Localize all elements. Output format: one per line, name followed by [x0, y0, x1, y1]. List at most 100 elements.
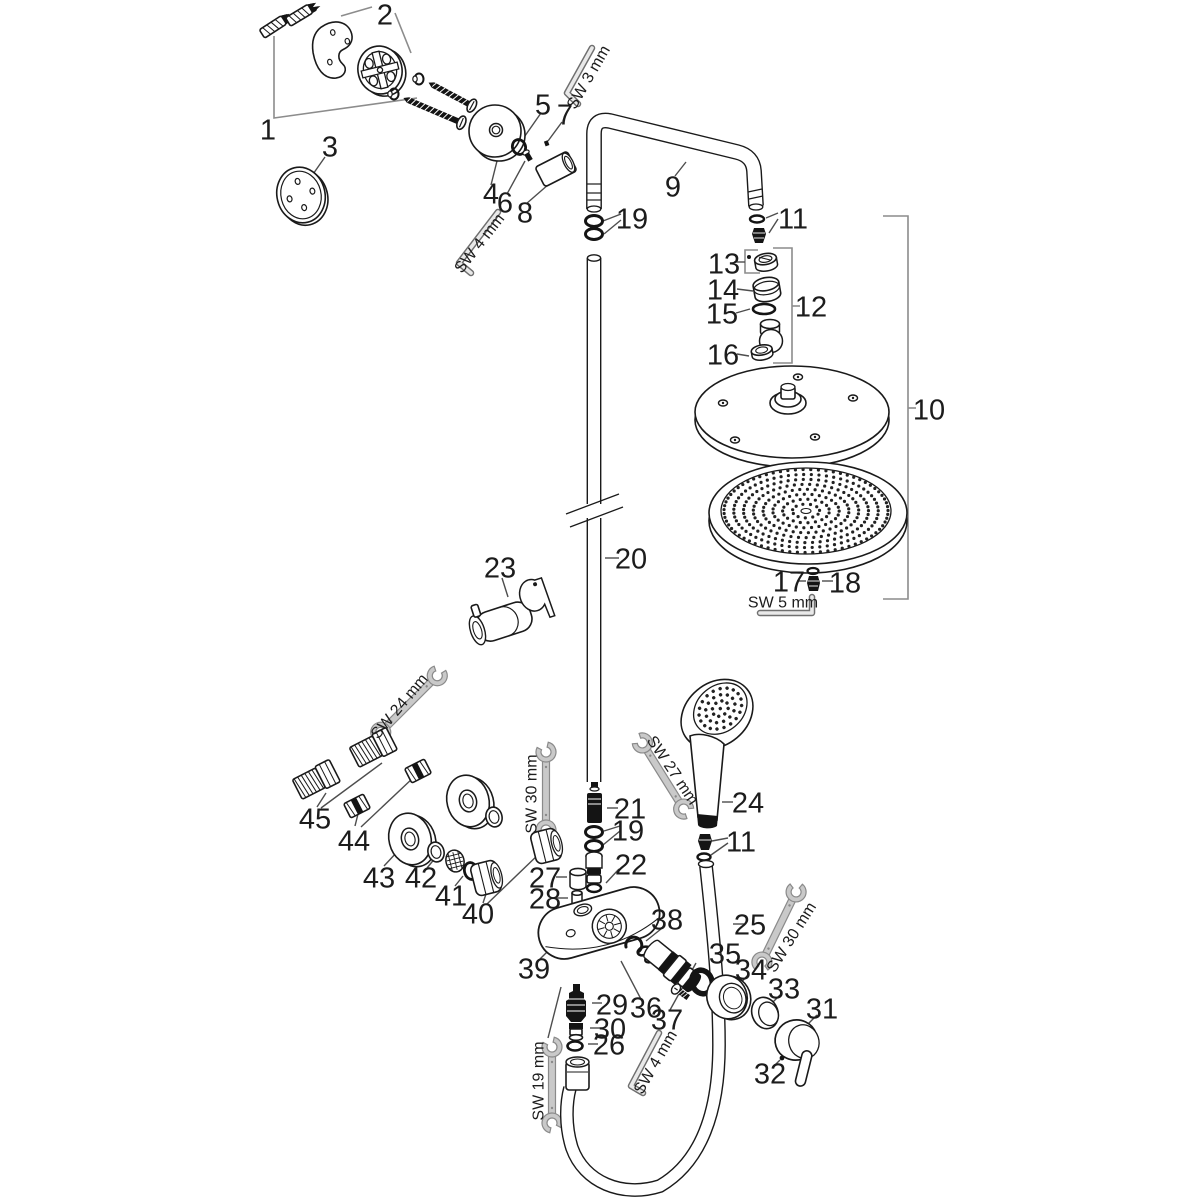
- part-callout-8: 8: [517, 197, 533, 229]
- wall-flange: [357, 45, 407, 97]
- part-callout-30: 30: [594, 1013, 626, 1045]
- part-check-valve-29: [566, 984, 586, 1022]
- part-wall-anchors: [259, 2, 321, 39]
- part-callout-31: 31: [806, 993, 838, 1025]
- part-callout-20: 20: [615, 543, 647, 575]
- hand-spray-dots: [697, 686, 744, 731]
- part-callout-7: 7: [557, 99, 573, 131]
- part-callout-29: 29: [596, 989, 628, 1021]
- part-callout-18: 18: [829, 567, 861, 599]
- adapter: [292, 759, 341, 800]
- adapter: [349, 727, 398, 768]
- part-callout-9: 9: [665, 171, 681, 203]
- part-callout-39: 39: [518, 953, 550, 985]
- part-callout-13: 13: [708, 248, 740, 280]
- part-sleeve-34: [705, 974, 752, 1021]
- part-hand-shower-24: [680, 678, 754, 829]
- part-handle-31-lever: [794, 1050, 813, 1087]
- hose-connector: [565, 1056, 590, 1091]
- part-callout-17: 17: [773, 566, 805, 598]
- part-screws-17-18: [806, 566, 820, 591]
- part-callout-41: 41: [435, 880, 467, 912]
- part-callout-19: 19: [612, 815, 644, 847]
- part-callout-22: 22: [615, 849, 647, 881]
- part-callout-27: 27: [529, 862, 561, 894]
- tool-size-label: SW 5 mm: [748, 595, 818, 612]
- part-mounting-plate-set: [311, 21, 478, 131]
- part-escutcheon-group: [468, 104, 577, 187]
- part-connector-22: [585, 851, 603, 894]
- escutcheon: [445, 774, 495, 830]
- part-callout-2: 2: [377, 0, 393, 31]
- part-union-nuts-40: [469, 827, 564, 897]
- tool-size-label: SW 4 mm: [452, 211, 509, 277]
- part-spacer-27: [569, 867, 587, 891]
- sw4-allen-key-top: [455, 208, 502, 277]
- part-adapters-45: [292, 727, 398, 800]
- holder-clip: [518, 577, 556, 619]
- part-callout-26: 26: [593, 1029, 625, 1061]
- hand-shower-head: [680, 678, 754, 750]
- part-callout-10: 10: [913, 394, 945, 426]
- sw30-wrench-right: [751, 883, 807, 971]
- part-14: [752, 276, 782, 303]
- part-callout-37: 37: [651, 1004, 683, 1036]
- part-callout-3: 3: [322, 131, 338, 163]
- part-o-rings-19-top: [584, 214, 604, 241]
- tool-size-label: SW 19 mm: [531, 1041, 548, 1120]
- part-16: [750, 343, 774, 361]
- part-riser-pipe-20: [565, 254, 624, 782]
- screw: [428, 82, 478, 113]
- part-o-rings-19-bottom: [584, 825, 604, 853]
- sw3-allen-key: [563, 44, 596, 108]
- part-cover-plate: [275, 166, 329, 227]
- spray-dots: [722, 467, 890, 555]
- part-callout-19: 19: [616, 203, 648, 235]
- washer: [427, 841, 445, 863]
- washer: [485, 806, 503, 828]
- part-washers-42: [427, 806, 503, 863]
- anchor: [285, 2, 321, 27]
- part-callout-25: 25: [734, 909, 766, 941]
- part-ring-33: [750, 996, 780, 1030]
- part-callout-38: 38: [651, 904, 683, 936]
- part-shower-arm: [586, 112, 764, 213]
- part-callout-14: 14: [707, 274, 739, 306]
- part-13: [753, 252, 779, 272]
- part-callout-40: 40: [462, 898, 494, 930]
- part-callout-45: 45: [299, 803, 331, 835]
- union-nut: [469, 859, 504, 897]
- sw27-wrench: [631, 732, 695, 820]
- part-callout-11: 11: [778, 203, 808, 235]
- part-callout-28: 28: [529, 883, 561, 915]
- part-callout-35: 35: [709, 938, 741, 970]
- part-screw-37: [670, 983, 691, 1001]
- tool-size-label: SW 30 mm: [524, 754, 541, 833]
- part-set-screw-32: [779, 1055, 785, 1061]
- part-valve-body-39: [537, 886, 661, 960]
- sw19-wrench: [541, 1036, 563, 1134]
- nipple: [404, 758, 432, 784]
- part-screw-6: [522, 149, 533, 162]
- part-callout-15: 15: [706, 298, 738, 330]
- part-seal-screw-11-bottom: [696, 834, 712, 862]
- sw5-allen-key: [756, 593, 816, 617]
- part-drawings: [259, 2, 908, 1197]
- part-pivot-assembly-12: [747, 252, 784, 361]
- part-callout-4: 4: [483, 178, 499, 210]
- nipple: [343, 793, 371, 819]
- part-holder-23: [468, 577, 556, 646]
- part-callout-24: 24: [732, 787, 764, 819]
- tool-size-label: SW 24 mm: [368, 671, 432, 743]
- part-nipples-44: [343, 758, 432, 819]
- part-hose-25: [559, 859, 726, 1197]
- part-callout-6: 6: [497, 187, 513, 219]
- part-callout-32: 32: [754, 1058, 786, 1090]
- part-callout-5: 5: [535, 89, 551, 121]
- part-callout-1: 1: [260, 114, 276, 146]
- union-nut: [529, 827, 564, 865]
- part-callout-16: 16: [707, 339, 739, 371]
- part-o-ring-26: [566, 1040, 584, 1052]
